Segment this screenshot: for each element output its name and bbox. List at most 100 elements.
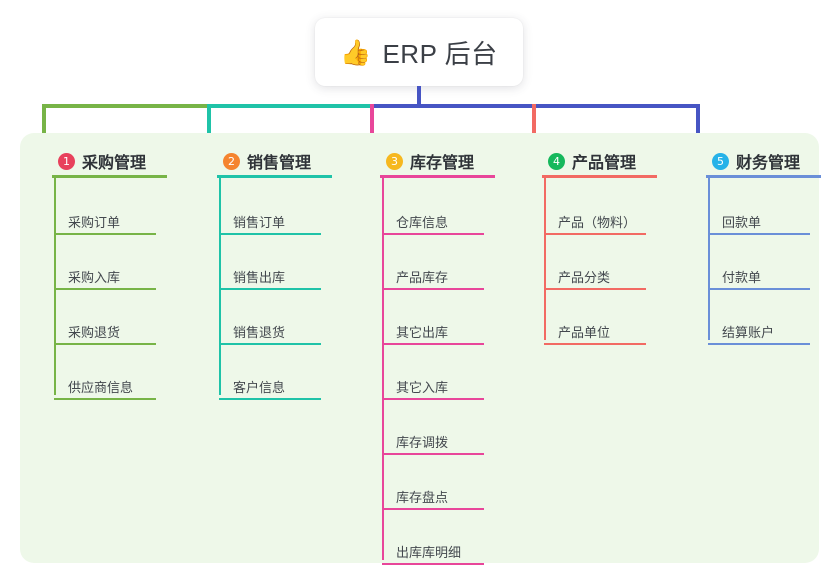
- leaf-label: 仓库信息: [396, 215, 449, 230]
- leaf-node[interactable]: 销售订单: [219, 180, 321, 235]
- branch-header-5[interactable]: 5 财务管理: [694, 146, 800, 176]
- leaf-label: 销售退货: [233, 325, 286, 340]
- leaf-label: 产品分类: [558, 270, 611, 285]
- leaf-rule: [544, 343, 646, 345]
- leaf-rule: [54, 398, 156, 400]
- branch-header-rule: [542, 175, 657, 178]
- branch-header-2[interactable]: 2 销售管理: [205, 146, 311, 176]
- leaf-rule: [54, 288, 156, 290]
- branch-header-4[interactable]: 4 产品管理: [530, 146, 636, 176]
- leaf-label: 采购入库: [68, 270, 121, 285]
- leaf-node[interactable]: 仓库信息: [382, 180, 484, 235]
- connector-segment: [532, 104, 696, 108]
- branch-title: 财务管理: [736, 155, 801, 172]
- leaf-label: 库存盘点: [396, 490, 449, 505]
- leaf-node[interactable]: 销售退货: [219, 290, 321, 345]
- branch-title: 采购管理: [82, 155, 147, 172]
- branch-header-rule: [380, 175, 495, 178]
- leaf-label: 客户信息: [233, 380, 286, 395]
- leaf-node[interactable]: 其它入库: [382, 345, 484, 400]
- leaf-node[interactable]: 出库库明细: [382, 510, 484, 565]
- leaf-label: 回款单: [722, 215, 762, 230]
- root-node[interactable]: 👍 ERP 后台: [315, 18, 523, 86]
- branch-title: 销售管理: [247, 155, 312, 172]
- leaf-rule: [219, 343, 321, 345]
- branch-spine: [708, 175, 710, 340]
- connector-drop: [532, 104, 536, 146]
- leaf-label: 采购退货: [68, 325, 121, 340]
- leaf-rule: [382, 288, 484, 290]
- thumbs-up-icon: 👍: [340, 37, 372, 67]
- branch-title: 产品管理: [572, 155, 637, 172]
- leaf-label: 销售订单: [233, 215, 286, 230]
- leaf-rule: [219, 398, 321, 400]
- leaf-node[interactable]: 其它出库: [382, 290, 484, 345]
- leaf-node[interactable]: 库存调拨: [382, 400, 484, 455]
- leaf-node[interactable]: 采购退货: [54, 290, 156, 345]
- connector-segment: [207, 104, 370, 108]
- branch-number-badge: 3: [386, 152, 403, 170]
- branch-header-rule: [217, 175, 332, 178]
- leaf-rule: [219, 233, 321, 235]
- branch-spine: [219, 175, 221, 395]
- connector-segment: [370, 104, 532, 108]
- branch-header-rule: [706, 175, 821, 178]
- leaf-node[interactable]: 产品单位: [544, 290, 646, 345]
- leaf-rule: [382, 563, 484, 565]
- leaf-rule: [382, 508, 484, 510]
- branch-header-1[interactable]: 1 采购管理: [40, 146, 146, 176]
- branch-spine: [54, 175, 56, 395]
- leaf-label: 其它出库: [396, 325, 449, 340]
- root-stem: [417, 86, 421, 104]
- leaf-node[interactable]: 回款单: [708, 180, 810, 235]
- leaf-rule: [382, 233, 484, 235]
- root-title: ERP 后台: [382, 38, 498, 69]
- leaf-rule: [708, 288, 810, 290]
- connector-segment: [42, 104, 207, 108]
- leaf-node[interactable]: 销售出库: [219, 235, 321, 290]
- connector-drop: [370, 104, 374, 146]
- leaf-label: 库存调拨: [396, 435, 449, 450]
- leaf-node[interactable]: 库存盘点: [382, 455, 484, 510]
- branch-number-badge: 2: [223, 152, 240, 170]
- connector-drop: [42, 104, 46, 146]
- branch-panel: [20, 133, 819, 563]
- leaf-rule: [382, 343, 484, 345]
- leaf-node[interactable]: 结算账户: [708, 290, 810, 345]
- branch-number-badge: 4: [548, 152, 565, 170]
- connector-drop: [207, 104, 211, 146]
- leaf-label: 供应商信息: [68, 380, 134, 395]
- leaf-rule: [54, 233, 156, 235]
- leaf-node[interactable]: 付款单: [708, 235, 810, 290]
- branch-header-rule: [52, 175, 167, 178]
- branch-header-3[interactable]: 3 库存管理: [368, 146, 474, 176]
- connector-drop: [696, 104, 700, 146]
- leaf-label: 产品单位: [558, 325, 611, 340]
- leaf-label: 销售出库: [233, 270, 286, 285]
- branch-number-badge: 1: [58, 152, 75, 170]
- branch-title: 库存管理: [410, 155, 475, 172]
- leaf-node[interactable]: 产品库存: [382, 235, 484, 290]
- leaf-label: 产品库存: [396, 270, 449, 285]
- branch-number-badge: 5: [712, 152, 729, 170]
- leaf-rule: [54, 343, 156, 345]
- leaf-rule: [382, 453, 484, 455]
- leaf-node[interactable]: 客户信息: [219, 345, 321, 400]
- leaf-rule: [544, 288, 646, 290]
- leaf-label: 出库库明细: [396, 545, 462, 560]
- leaf-rule: [382, 398, 484, 400]
- leaf-rule: [708, 343, 810, 345]
- leaf-node[interactable]: 采购订单: [54, 180, 156, 235]
- leaf-rule: [708, 233, 810, 235]
- leaf-label: 产品（物料）: [558, 215, 637, 230]
- leaf-node[interactable]: 采购入库: [54, 235, 156, 290]
- leaf-label: 结算账户: [722, 325, 775, 340]
- branch-spine: [382, 175, 384, 560]
- leaf-rule: [219, 288, 321, 290]
- leaf-node[interactable]: 产品分类: [544, 235, 646, 290]
- leaf-node[interactable]: 供应商信息: [54, 345, 156, 400]
- leaf-node[interactable]: 产品（物料）: [544, 180, 646, 235]
- leaf-label: 付款单: [722, 270, 762, 285]
- leaf-rule: [544, 233, 646, 235]
